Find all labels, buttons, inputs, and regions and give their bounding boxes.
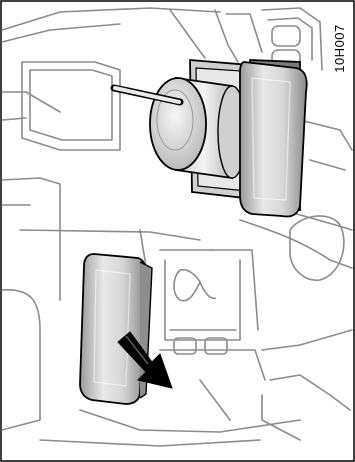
figure-code: 10H007 — [332, 24, 347, 73]
lighter-cap — [150, 78, 206, 170]
figure-code-label: 10H007 — [326, 8, 352, 88]
upper-switch — [240, 60, 307, 217]
lower-switch — [80, 254, 152, 404]
